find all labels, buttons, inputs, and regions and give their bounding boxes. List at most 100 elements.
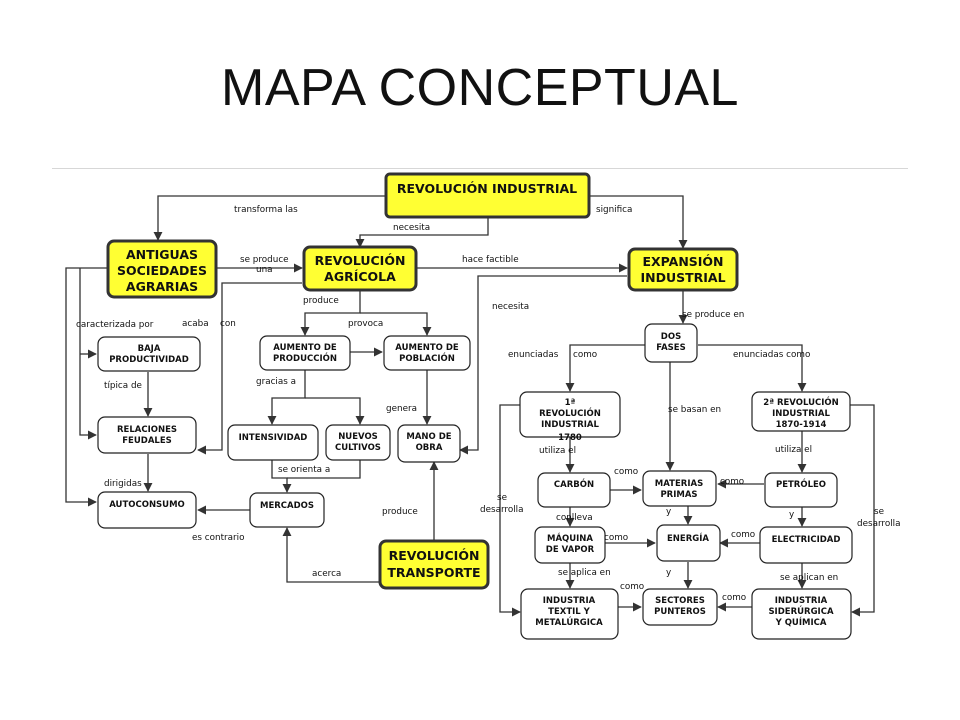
node-intensividad: INTENSIVIDAD — [227, 424, 319, 461]
label-se-produce-en: se produce en — [682, 310, 744, 320]
svg-text:MANO DE: MANO DE — [406, 432, 451, 442]
label-se-aplica: se aplica en — [558, 568, 611, 578]
node-antiguas-sociedades: ANTIGUAS SOCIEDADES AGRARIAS — [106, 239, 218, 299]
node-baja-productividad: BAJA PRODUCTIVIDAD — [97, 336, 201, 372]
svg-text:MATERIAS: MATERIAS — [655, 479, 703, 489]
node-materias-primas: MATERIAS PRIMAS — [642, 470, 717, 507]
node-revolucion-transporte: REVOLUCIÓN TRANSPORTE — [378, 539, 490, 590]
edge-ri-antiguas — [153, 195, 385, 241]
edge-expansion-mano — [459, 275, 627, 455]
svg-text:INDUSTRIA: INDUSTRIA — [543, 596, 596, 606]
label-provoca: provoca — [348, 319, 383, 329]
title-divider — [52, 168, 908, 169]
node-segunda-revolucion: 2ª REVOLUCIÓN INDUSTRIAL 1870-1914 — [751, 391, 851, 432]
svg-text:DOS: DOS — [661, 332, 681, 342]
svg-text:PRODUCTIVIDAD: PRODUCTIVIDAD — [109, 355, 189, 365]
label-como-2: como — [614, 467, 638, 477]
node-revolucion-agricola: REVOLUCIÓN AGRÍCOLA — [302, 245, 418, 292]
svg-text:PUNTEROS: PUNTEROS — [654, 607, 706, 617]
svg-text:METALÚRGICA: METALÚRGICA — [535, 616, 603, 628]
node-revolucion-industrial: REVOLUCIÓN INDUSTRIAL — [384, 172, 591, 219]
svg-text:2ª REVOLUCIÓN: 2ª REVOLUCIÓN — [763, 396, 838, 408]
link-labels: transforma las necesita significa se pro… — [76, 205, 901, 603]
svg-text:DE VAPOR: DE VAPOR — [546, 545, 595, 555]
label-como-1: como — [573, 350, 597, 360]
label-enunciadas: enunciadas — [508, 350, 559, 360]
label-genera: genera — [386, 404, 417, 414]
svg-text:AUTOCONSUMO: AUTOCONSUMO — [109, 500, 185, 510]
label-caracterizada: caracterizada por — [76, 320, 154, 330]
nodes: REVOLUCIÓN INDUSTRIAL ANTIGUAS SOCIEDADE… — [97, 172, 853, 640]
svg-text:PRIMAS: PRIMAS — [660, 490, 697, 500]
label-se-2: se — [874, 507, 884, 517]
node-mano-de-obra: MANO DE OBRA — [397, 424, 461, 463]
node-nuevos-cultivos: NUEVOS CULTIVOS — [325, 424, 391, 461]
label-y-2: y — [789, 510, 794, 520]
edge-agricola-feudales — [197, 282, 302, 455]
label-significa: significa — [596, 205, 632, 215]
label-conlleva: conlleva — [556, 513, 593, 523]
label-utiliza-1: utiliza el — [539, 446, 576, 456]
label-como-7: como — [722, 593, 746, 603]
label-con: con — [220, 319, 236, 329]
label-dirigidas: dirigidas — [104, 479, 142, 489]
svg-text:ENERGÍA: ENERGÍA — [667, 532, 709, 544]
label-hace-factible: hace factible — [462, 255, 519, 265]
label-produce-transporte: produce — [382, 507, 418, 517]
svg-text:1780: 1780 — [558, 433, 582, 443]
node-aumento-poblacion: AUMENTO DE POBLACIÓN — [383, 335, 471, 371]
svg-text:Y QUÍMICA: Y QUÍMICA — [775, 616, 827, 628]
edge-antiguas-autoconsumo — [65, 267, 108, 507]
svg-text:FASES: FASES — [656, 343, 685, 353]
node-industria-siderurgica: INDUSTRIA SIDERÚRGICA Y QUÍMICA — [751, 588, 852, 640]
svg-text:OBRA: OBRA — [416, 443, 443, 453]
svg-text:PRODUCCIÓN: PRODUCCIÓN — [273, 352, 337, 364]
node-autoconsumo: AUTOCONSUMO — [97, 491, 197, 529]
node-industria-textil: INDUSTRIA TEXTIL Y METALÚRGICA — [520, 588, 619, 640]
svg-text:AUMENTO DE: AUMENTO DE — [273, 343, 337, 353]
svg-text:POBLACIÓN: POBLACIÓN — [399, 352, 455, 364]
label-enunciadas-como: enunciadas como — [733, 350, 810, 360]
label-acaba: acaba — [182, 319, 209, 329]
label-tipica: típica de — [104, 381, 142, 391]
edge-fases-segunda — [698, 344, 807, 392]
label-como-6: como — [620, 582, 644, 592]
svg-text:REVOLUCIÓN: REVOLUCIÓN — [315, 253, 406, 268]
node-electricidad: ELECTRICIDAD — [759, 526, 853, 564]
node-sectores-punteros: SECTORES PUNTEROS — [642, 588, 718, 626]
svg-text:1870-1914: 1870-1914 — [776, 420, 827, 430]
label-se-basan: se basan en — [668, 405, 721, 415]
svg-text:INDUSTRIAL: INDUSTRIAL — [640, 270, 725, 285]
edge-produccion-intensividad — [267, 370, 306, 425]
svg-text:FEUDALES: FEUDALES — [122, 436, 172, 446]
svg-text:CULTIVOS: CULTIVOS — [335, 443, 381, 453]
label-transforma: transforma las — [234, 205, 298, 215]
svg-text:SOCIEDADES: SOCIEDADES — [117, 263, 207, 278]
node-energia: ENERGÍA — [656, 524, 721, 562]
label-contrario: es contrario — [192, 533, 245, 543]
svg-text:INTENSIVIDAD: INTENSIVIDAD — [239, 433, 308, 443]
edge-intensividad-mercados — [271, 460, 292, 493]
edge-agricola-produccion — [300, 290, 361, 336]
svg-text:MERCADOS: MERCADOS — [260, 501, 314, 511]
label-utiliza-2: utiliza el — [775, 445, 812, 455]
label-una: una — [256, 265, 273, 275]
svg-text:NUEVOS: NUEVOS — [338, 432, 378, 442]
label-como-3: como — [720, 477, 744, 487]
node-mercados: MERCADOS — [249, 492, 325, 528]
svg-text:ANTIGUAS: ANTIGUAS — [126, 247, 198, 262]
svg-text:SIDERÚRGICA: SIDERÚRGICA — [768, 605, 834, 617]
page-title: MAPA CONCEPTUAL — [221, 59, 739, 117]
svg-text:CARBÓN: CARBÓN — [554, 478, 594, 490]
node-maquina-de-vapor: MÁQUINA DE VAPOR — [534, 526, 606, 564]
label-se-1: se — [497, 493, 507, 503]
label-acerca: acerca — [312, 569, 341, 579]
svg-text:BAJA: BAJA — [138, 344, 161, 354]
edge-agricola-poblacion — [360, 312, 432, 336]
edge-segunda-siderurgica — [850, 404, 875, 617]
svg-text:INDUSTRIAL: INDUSTRIAL — [772, 409, 830, 419]
svg-text:AGRÍCOLA: AGRÍCOLA — [324, 269, 396, 284]
svg-text:AUMENTO DE: AUMENTO DE — [395, 343, 459, 353]
svg-text:AGRARIAS: AGRARIAS — [126, 279, 198, 294]
